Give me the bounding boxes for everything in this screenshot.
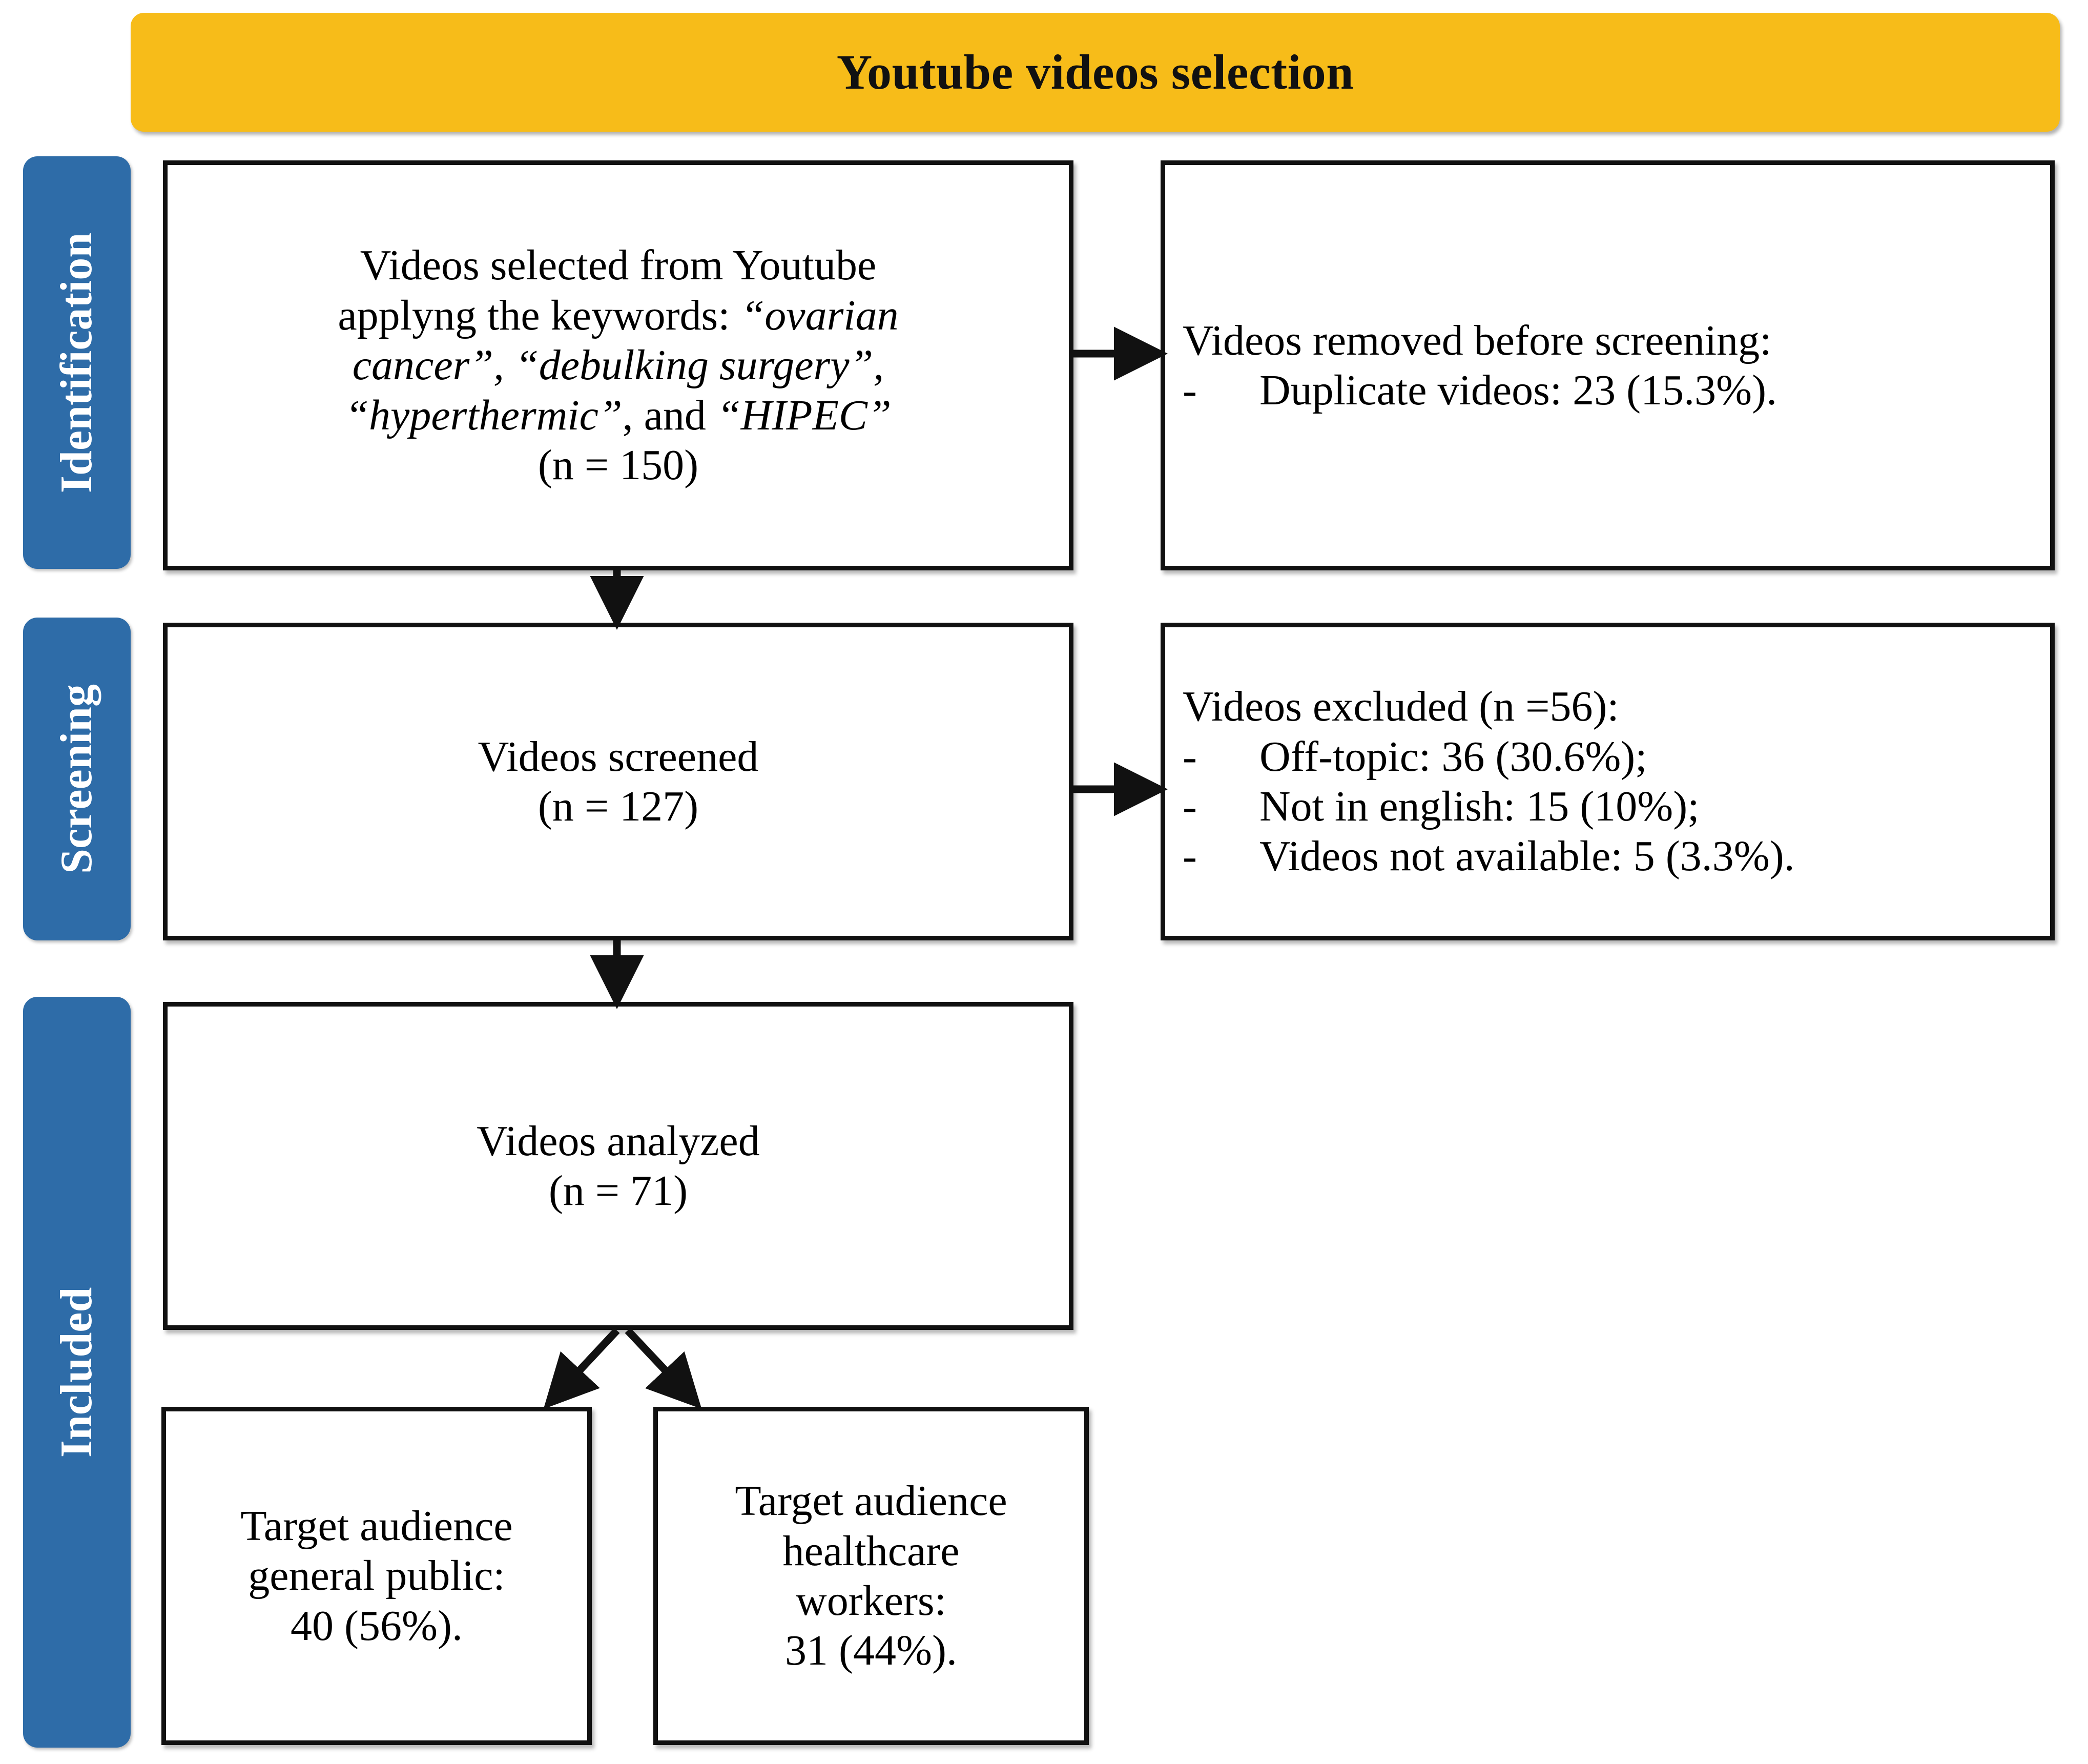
identified-keyword-hyperthermic: “hyperthermic” xyxy=(345,391,623,439)
arrow-analyzed-to-healthcare-workers xyxy=(625,1327,702,1409)
list-item: - Videos not available: 5 (3.3%). xyxy=(1183,831,2033,881)
stage-tab-identification: Identification xyxy=(23,156,131,569)
bullet-dash: - xyxy=(1183,832,1197,880)
list-item: - Duplicate videos: 23 (15.3%). xyxy=(1183,365,2033,415)
identified-line-4-plain: , and xyxy=(622,391,717,439)
analyzed-label: Videos analyzed xyxy=(477,1117,760,1165)
identified-line-1: Videos selected from Youtube xyxy=(360,241,877,290)
screened-label: Videos screened xyxy=(478,732,759,781)
diagram-title-banner: Youtube videos selection xyxy=(131,13,2060,132)
box-videos-analyzed: Videos analyzed (n = 71) xyxy=(163,1002,1073,1330)
public-count: 40 (56%). xyxy=(291,1602,463,1650)
identified-count: (n = 150) xyxy=(537,441,699,489)
box-target-audience-healthcare-workers: Target audience healthcare workers: 31 (… xyxy=(653,1407,1089,1745)
bullet-dash: - xyxy=(1183,732,1197,781)
identified-keyword-ovarian: “ovarian xyxy=(740,291,899,339)
arrow-analyzed-to-general-public xyxy=(543,1327,620,1409)
box-videos-excluded: Videos excluded (n =56): - Off-topic: 36… xyxy=(1161,623,2055,940)
excluded-bullet-list: - Off-topic: 36 (30.6%); - Not in englis… xyxy=(1183,732,2033,881)
list-item: - Off-topic: 36 (30.6%); xyxy=(1183,732,2033,782)
box-target-audience-general-public: Target audience general public: 40 (56%)… xyxy=(161,1407,592,1745)
removed-header: Videos removed before screening: xyxy=(1183,316,1772,364)
page-title: Youtube videos selection xyxy=(836,45,1354,99)
analyzed-count: (n = 71) xyxy=(548,1167,688,1215)
list-item: - Not in english: 15 (10%); xyxy=(1183,782,2033,831)
stage-tab-identification-label: Identification xyxy=(52,232,101,493)
excluded-not-english: Not in english: 15 (10%); xyxy=(1259,783,1700,830)
bullet-dash: - xyxy=(1183,783,1197,830)
screened-count: (n = 127) xyxy=(537,783,699,830)
excluded-not-available: Videos not available: 5 (3.3%). xyxy=(1259,832,1795,880)
stage-tab-screening-label: Screening xyxy=(52,684,101,874)
health-line-2: healthcare xyxy=(782,1527,960,1575)
bullet-dash: - xyxy=(1183,366,1197,414)
excluded-header: Videos excluded (n =56): xyxy=(1183,683,1619,731)
health-line-3: workers: xyxy=(796,1577,946,1625)
removed-bullet-list: - Duplicate videos: 23 (15.3%). xyxy=(1183,365,2033,415)
health-count: 31 (44%). xyxy=(785,1627,957,1675)
removed-duplicate-videos: Duplicate videos: 23 (15.3%). xyxy=(1259,366,1777,414)
identified-keywords-cancer-debulking: cancer”, “debulking surgery”, xyxy=(352,341,884,389)
public-line-2: general public: xyxy=(248,1552,505,1600)
identified-keyword-hipec: “HIPEC” xyxy=(716,391,892,439)
stage-tab-included-label: Included xyxy=(52,1287,101,1458)
identified-line-2-plain: applyng the keywords: xyxy=(338,291,741,339)
health-line-1: Target audience xyxy=(735,1477,1007,1525)
public-line-1: Target audience xyxy=(240,1502,513,1550)
excluded-off-topic: Off-topic: 36 (30.6%); xyxy=(1259,732,1647,781)
box-videos-screened: Videos screened (n = 127) xyxy=(163,623,1073,940)
stage-tab-screening: Screening xyxy=(23,618,131,940)
stage-tab-included: Included xyxy=(23,997,131,1748)
box-videos-identified: Videos selected from Youtube applyng the… xyxy=(163,160,1073,570)
box-videos-removed: Videos removed before screening: - Dupli… xyxy=(1161,160,2055,570)
